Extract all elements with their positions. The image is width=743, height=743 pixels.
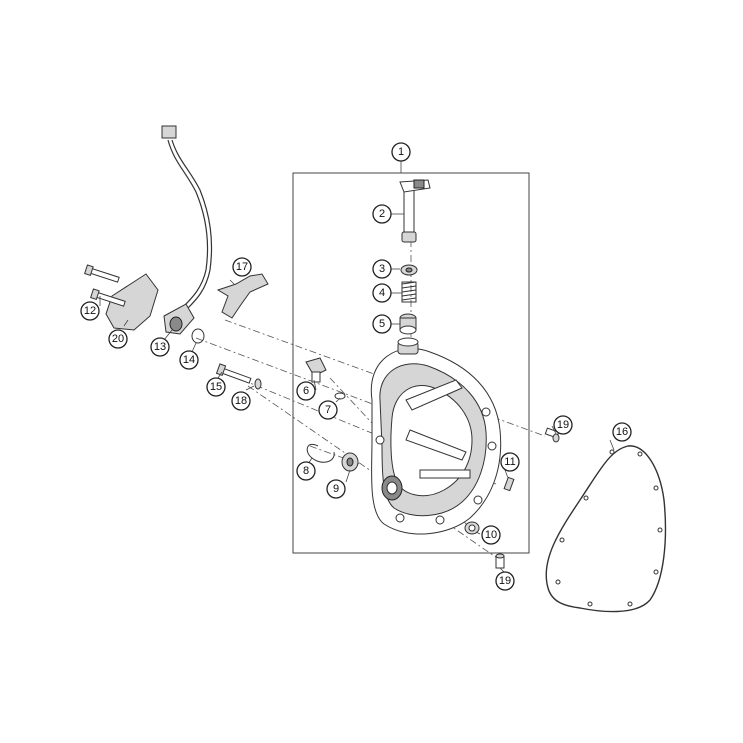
callout-9-label: 9 xyxy=(333,483,339,495)
part-14-o-ring xyxy=(191,328,205,344)
callout-15-label: 15 xyxy=(210,381,222,393)
callout-13-label: 13 xyxy=(154,341,166,353)
part-12-bolts xyxy=(84,264,126,307)
callout-10-label: 10 xyxy=(485,529,497,541)
callout-9: 9 xyxy=(326,479,346,499)
callout-2-label: 2 xyxy=(379,208,385,220)
callout-13: 13 xyxy=(150,337,170,357)
part-7-o-ring xyxy=(334,392,346,400)
callout-1: 1 xyxy=(391,142,411,162)
callout-4-label: 4 xyxy=(379,287,385,299)
callout-17-label: 17 xyxy=(236,261,248,273)
callout-8: 8 xyxy=(296,461,316,481)
callout-2: 2 xyxy=(372,204,392,224)
callout-16: 16 xyxy=(612,422,632,442)
callout-19-bottom-label: 19 xyxy=(499,575,511,587)
callout-19-bottom: 19 xyxy=(495,571,515,591)
callout-5-label: 5 xyxy=(379,318,385,330)
assembly-frame xyxy=(292,172,530,554)
part-19-screw-top xyxy=(544,427,560,443)
callout-3: 3 xyxy=(372,259,392,279)
part-17-bracket xyxy=(216,273,269,319)
callout-15: 15 xyxy=(206,377,226,397)
callout-4: 4 xyxy=(372,283,392,303)
callout-19-top: 19 xyxy=(553,415,573,435)
callout-leaders xyxy=(99,213,615,573)
callout-3-label: 3 xyxy=(379,263,385,275)
callout-8-label: 8 xyxy=(303,465,309,477)
part-18-washer xyxy=(254,378,262,390)
part-13-sensor xyxy=(163,303,195,335)
part-9-shaft-seal xyxy=(341,452,359,472)
callout-20-label: 20 xyxy=(112,333,124,345)
callout-7-label: 7 xyxy=(325,404,331,416)
callout-20: 20 xyxy=(108,329,128,349)
part-11-bleed-screw xyxy=(503,476,515,492)
sensor-cable xyxy=(161,125,213,309)
part-3-washer xyxy=(400,264,418,276)
callout-1-label: 1 xyxy=(398,146,404,158)
callout-5: 5 xyxy=(372,314,392,334)
part-20-cover-plate xyxy=(105,273,159,331)
part-16-gasket xyxy=(545,445,667,613)
callout-7: 7 xyxy=(318,400,338,420)
callout-18-label: 18 xyxy=(235,395,247,407)
callout-18: 18 xyxy=(231,391,251,411)
part-16-gasket-holes xyxy=(555,449,663,607)
part-5-bushing xyxy=(399,313,417,335)
callout-17: 17 xyxy=(232,257,252,277)
callout-6-label: 6 xyxy=(303,385,309,397)
clutch-cover xyxy=(370,337,502,535)
callout-19-top-label: 19 xyxy=(557,419,569,431)
part-2-lever-shaft xyxy=(399,179,431,243)
part-19-screw-bottom xyxy=(495,553,505,569)
part-10-plug-screw xyxy=(464,521,480,535)
part-15-bolt xyxy=(215,363,252,384)
callout-12: 12 xyxy=(80,301,100,321)
callout-11-label: 11 xyxy=(504,456,515,468)
callout-12-label: 12 xyxy=(84,305,96,317)
callout-11: 11 xyxy=(500,452,520,472)
callout-16-label: 16 xyxy=(616,426,628,438)
callout-6: 6 xyxy=(296,381,316,401)
callout-10: 10 xyxy=(481,525,501,545)
callout-14: 14 xyxy=(179,350,199,370)
part-6-plug xyxy=(305,357,327,383)
callout-14-label: 14 xyxy=(183,354,195,366)
part-4-spring xyxy=(401,281,417,303)
